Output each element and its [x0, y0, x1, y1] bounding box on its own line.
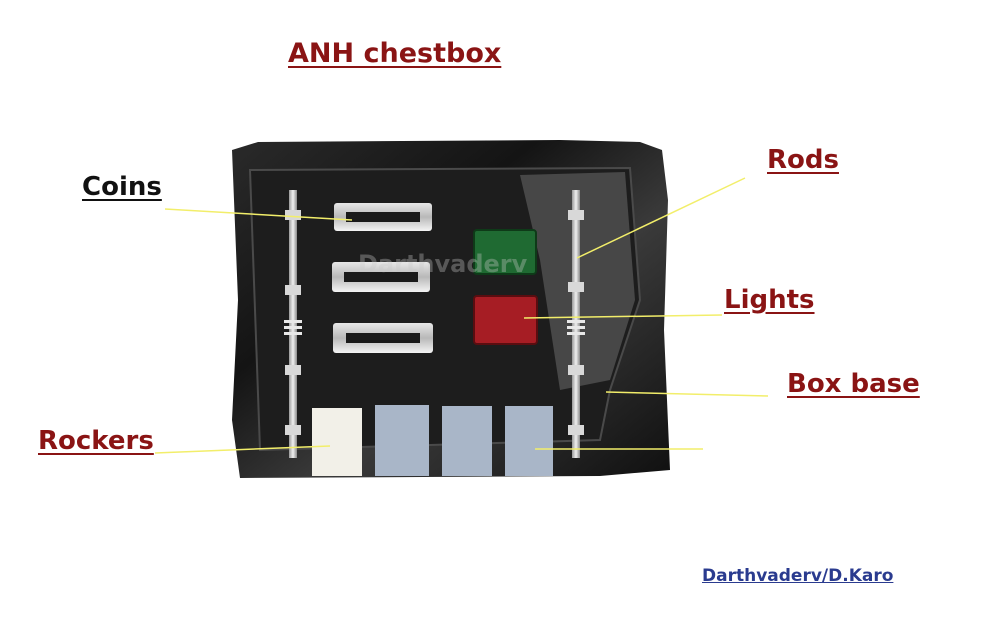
- coin-slot-3: [333, 323, 433, 353]
- lights-leader-line: [523, 314, 723, 319]
- rocker-2: [375, 405, 429, 476]
- rocker-1: [312, 408, 362, 476]
- right-rod: [567, 190, 585, 458]
- rocker-3: [442, 406, 492, 476]
- green-light: [473, 229, 537, 275]
- label-lights: Lights: [724, 285, 815, 315]
- rods-leader-line: [576, 177, 746, 259]
- label-box-base: Box base: [787, 369, 920, 399]
- red-light: [473, 295, 538, 345]
- rocker-4: [505, 406, 553, 476]
- coins-leader-line: [164, 208, 353, 221]
- credit-link[interactable]: Darthvaderv/D.Karo: [702, 566, 894, 586]
- box-base-leader-line: [605, 391, 769, 397]
- label-coins: Coins: [82, 172, 162, 202]
- coin-slot-2: [332, 262, 430, 292]
- coin-slot-1: [334, 203, 432, 231]
- page-title: ANH chestbox: [288, 38, 502, 69]
- left-rod: [284, 190, 302, 458]
- watermark-text: Darthvaderv: [358, 250, 528, 278]
- label-rods: Rods: [767, 145, 839, 175]
- label-rockers: Rockers: [38, 426, 154, 456]
- rockers-leader-line: [154, 445, 331, 454]
